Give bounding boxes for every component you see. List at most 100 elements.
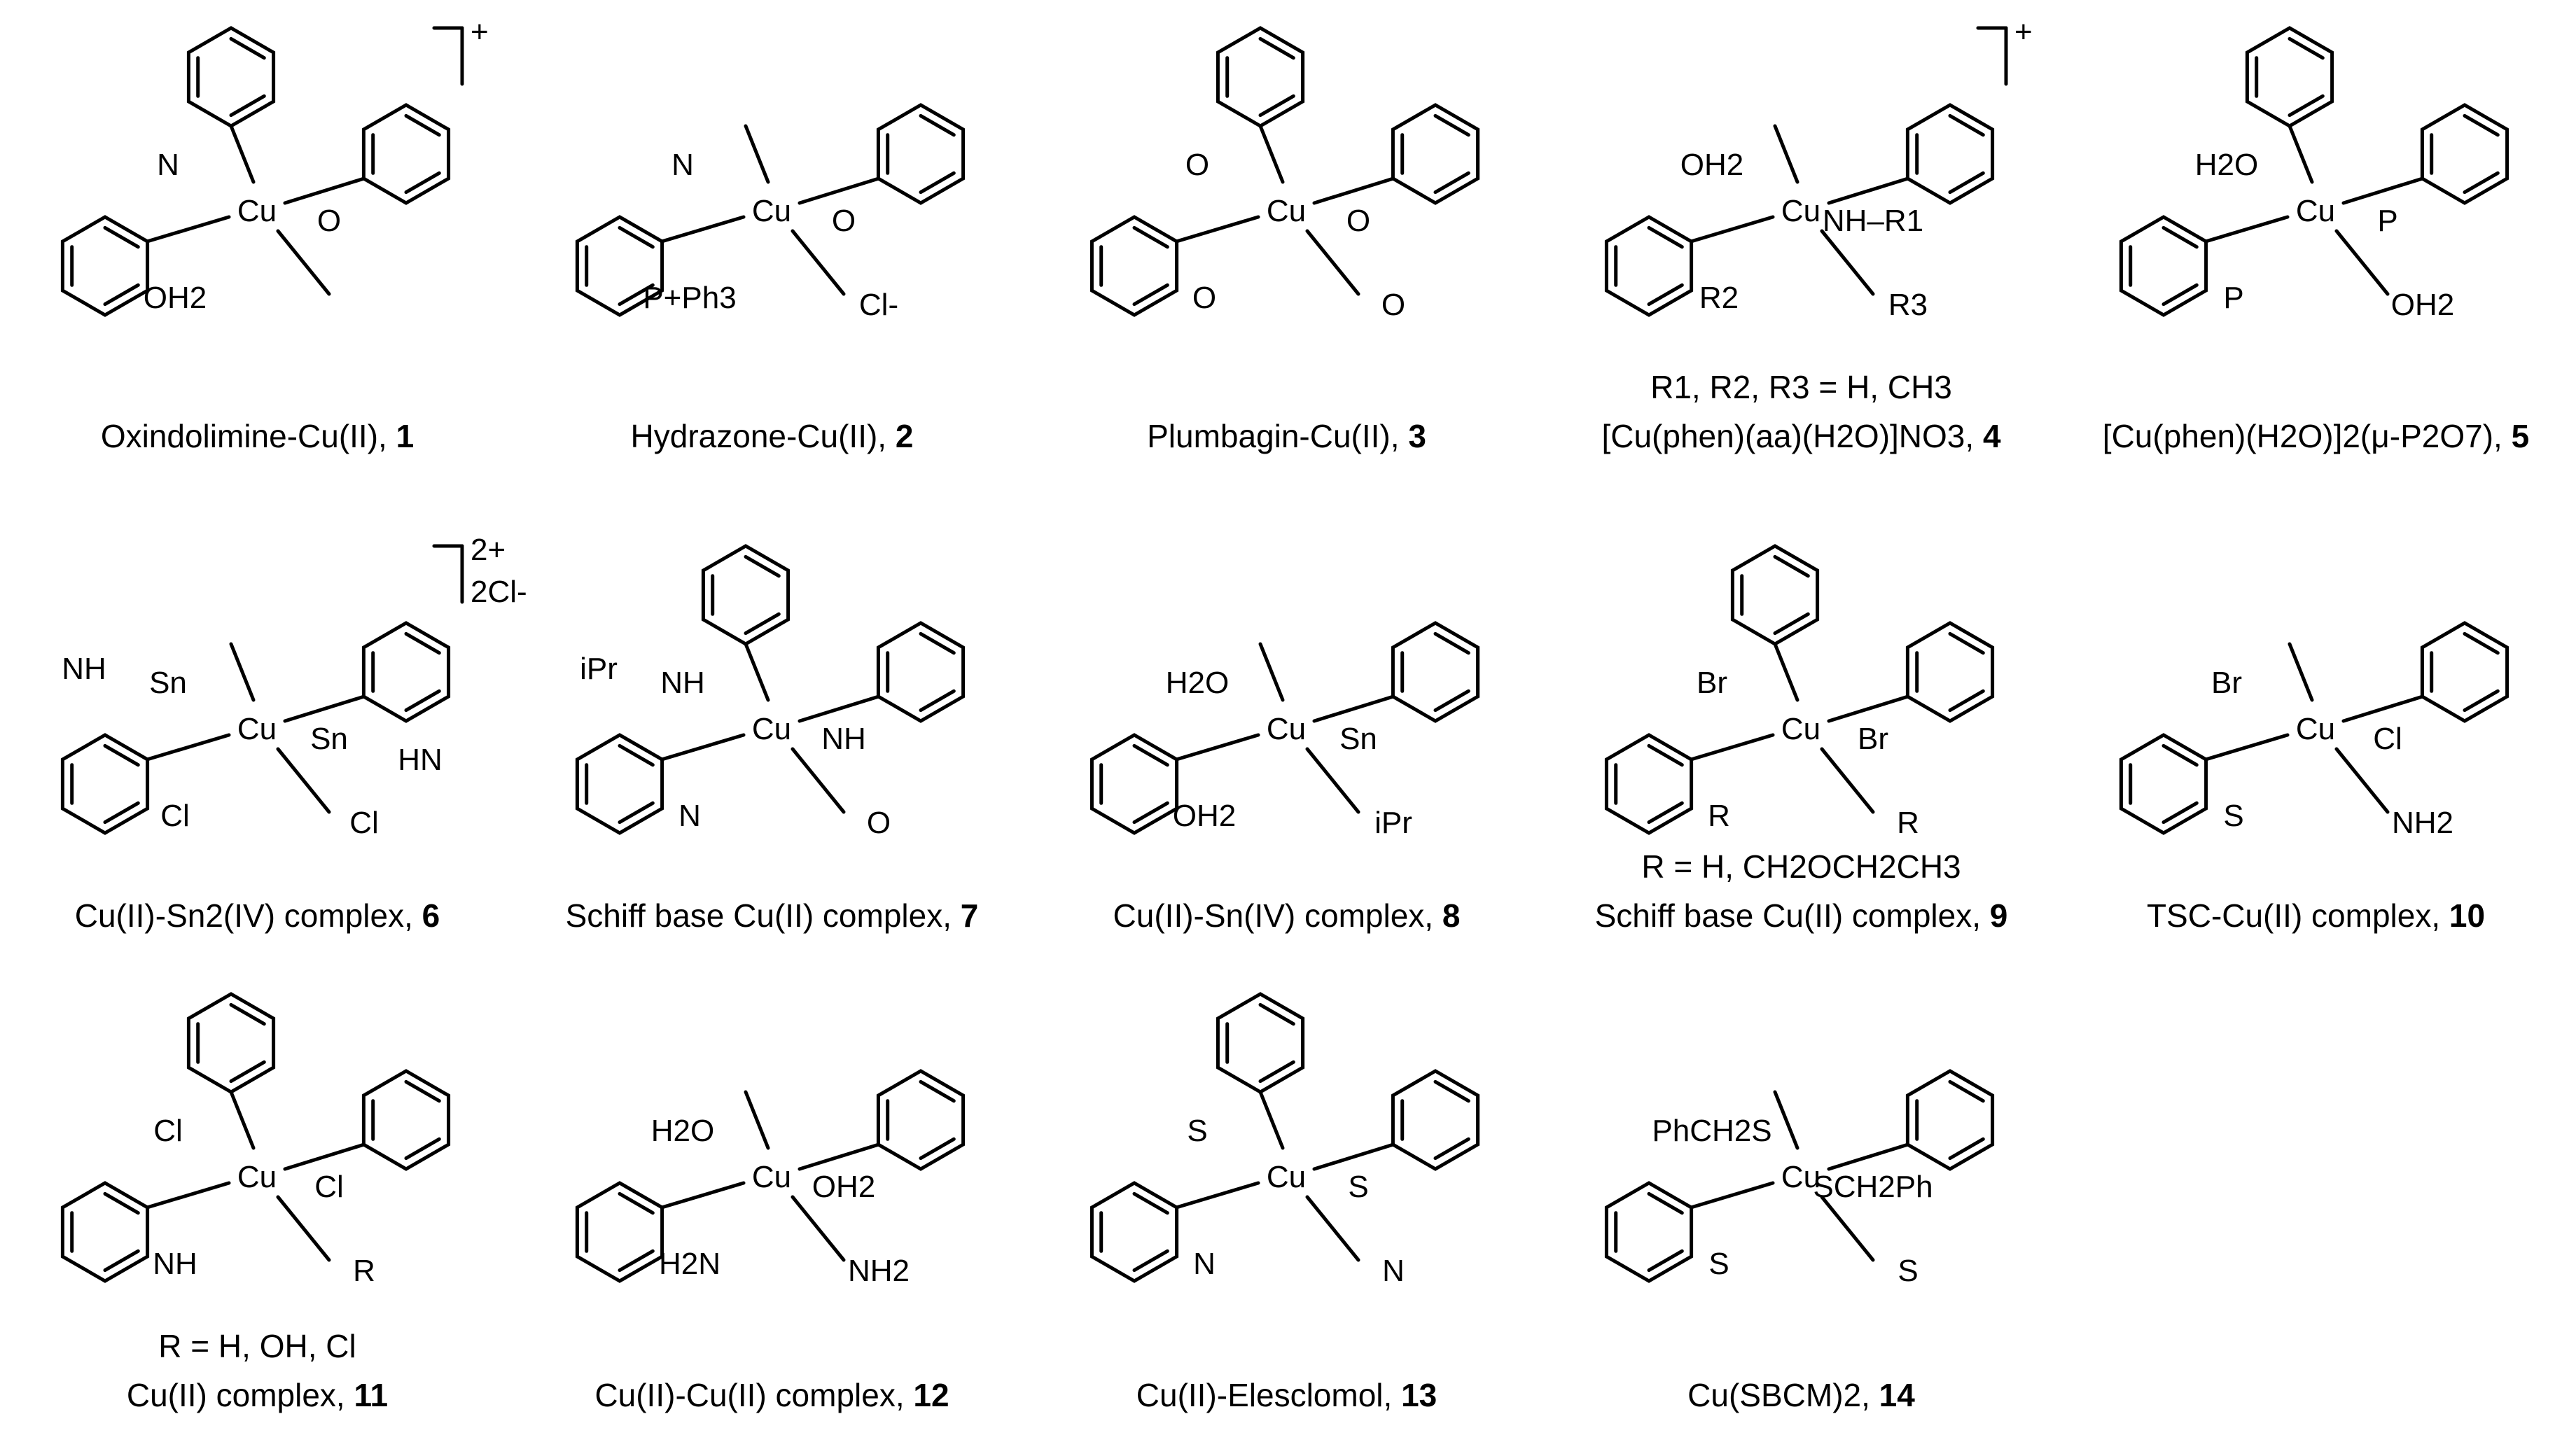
double-bond xyxy=(1132,743,1169,767)
atom-label-12-3: NH2 xyxy=(848,1254,910,1288)
double-bond xyxy=(618,1191,655,1215)
double-bond xyxy=(404,631,441,655)
coordination-bond xyxy=(798,176,881,205)
coordination-bond xyxy=(1689,215,1775,244)
atom-label-5-0: H2O xyxy=(2195,148,2258,182)
coordination-bond xyxy=(1820,229,1875,296)
caption-8: Cu(II)-Sn(IV) complex, 8 xyxy=(1029,896,1544,935)
compound-number-3: 3 xyxy=(1408,418,1426,454)
coordination-bond xyxy=(791,229,846,296)
atom-label-2-1: O xyxy=(832,204,856,238)
atom-label-14-3: S xyxy=(1898,1254,1918,1288)
double-bond xyxy=(229,36,266,60)
caption-label-1: Oxindolimine-Cu(II), xyxy=(100,418,396,454)
coordination-bond xyxy=(1827,1142,1910,1171)
metal-center-2: Cu xyxy=(752,194,791,228)
double-bond xyxy=(404,113,441,137)
atom-label-13-0: S xyxy=(1187,1114,1207,1148)
coordination-bond xyxy=(1312,1142,1395,1171)
coordination-bond xyxy=(283,176,366,205)
atom-label-11-1: Cl xyxy=(314,1170,344,1204)
atom-label-6-2: Cl xyxy=(160,799,190,833)
atom-label-2-2: P+Ph3 xyxy=(643,281,736,315)
compound-number-14: 14 xyxy=(1879,1377,1915,1413)
ligand-ring-right xyxy=(361,1069,451,1171)
double-bond xyxy=(404,1079,441,1103)
compound-number-9: 9 xyxy=(1989,897,2008,934)
coordination-bond xyxy=(1773,1090,1799,1150)
double-bond xyxy=(103,283,140,307)
atom-label-13-3: N xyxy=(1382,1254,1405,1288)
coordination-bond xyxy=(791,1195,846,1262)
compound-number-6: 6 xyxy=(422,897,440,934)
atom-label-11-3: R xyxy=(353,1254,375,1288)
ligand-ring-left xyxy=(575,1181,664,1283)
atom-label-9-3: R xyxy=(1897,806,1919,840)
ligand-ring-left xyxy=(1604,215,1694,317)
ligand-ring-left xyxy=(1089,215,1179,317)
atom-label-8-1: Sn xyxy=(1339,722,1377,756)
atom-label-5-1: P xyxy=(2377,204,2397,238)
caption-7: Schiff base Cu(II) complex, 7 xyxy=(515,896,1029,935)
coordination-bond xyxy=(1827,176,1910,205)
double-bond xyxy=(618,1249,655,1273)
atom-label-4-0: OH2 xyxy=(1680,148,1743,182)
metal-center-9: Cu xyxy=(1781,712,1820,746)
coordination-bond xyxy=(283,694,366,723)
atom-label-1-2: OH2 xyxy=(144,281,207,315)
caption-12: Cu(II)-Cu(II) complex, 12 xyxy=(515,1376,1029,1415)
coordination-bond xyxy=(660,215,746,244)
caption-label-9: Schiff base Cu(II) complex, xyxy=(1594,897,1990,934)
double-bond xyxy=(618,225,655,249)
coordination-bond xyxy=(1689,733,1775,762)
double-bond xyxy=(1132,283,1169,307)
coordination-bond xyxy=(283,1142,366,1171)
coordination-bond xyxy=(145,215,231,244)
double-bond xyxy=(1132,1249,1169,1273)
atom-label-11-0: Cl xyxy=(153,1114,183,1148)
atom-label-6-1: Sn xyxy=(310,722,348,756)
substituent-note-9: R = H, CH2OCH2CH3 xyxy=(1641,848,1961,885)
caption-label-13: Cu(II)-Elesclomol, xyxy=(1136,1377,1402,1413)
double-bond xyxy=(2463,631,2500,655)
ligand-ring-top xyxy=(1216,992,1305,1094)
atom-label-11-2: NH xyxy=(153,1247,197,1281)
atom-label-4-1: NH–R1 xyxy=(1823,204,1923,238)
ligand-ring-left xyxy=(575,733,664,835)
atom-label-13-1: S xyxy=(1348,1170,1368,1204)
double-bond xyxy=(404,1137,441,1161)
ligand-ring-right xyxy=(1905,621,1995,723)
double-bond xyxy=(1647,801,1684,825)
double-bond xyxy=(1433,1079,1470,1103)
coordination-bond xyxy=(2203,733,2290,762)
ligand-ring-top xyxy=(2245,26,2334,128)
coordination-bond xyxy=(1773,642,1799,702)
coordination-bond xyxy=(1820,1195,1875,1262)
coordination-bond xyxy=(276,229,331,296)
caption-label-10: TSC-Cu(II) complex, xyxy=(2146,897,2449,934)
metal-center-1: Cu xyxy=(237,194,277,228)
caption-3: Plumbagin-Cu(II), 3 xyxy=(1029,416,1544,456)
ligand-ring-top xyxy=(186,992,276,1094)
coordination-bond xyxy=(229,124,256,184)
compound-number-5: 5 xyxy=(2511,418,2530,454)
double-bond xyxy=(1948,689,1985,713)
double-bond xyxy=(744,554,781,578)
double-bond xyxy=(919,113,956,137)
coordination-bond xyxy=(1174,215,1260,244)
metal-center-5: Cu xyxy=(2296,194,2335,228)
double-bond xyxy=(2463,113,2500,137)
compound-number-4: 4 xyxy=(1982,418,2001,454)
charge-4-0: + xyxy=(2014,15,2033,49)
